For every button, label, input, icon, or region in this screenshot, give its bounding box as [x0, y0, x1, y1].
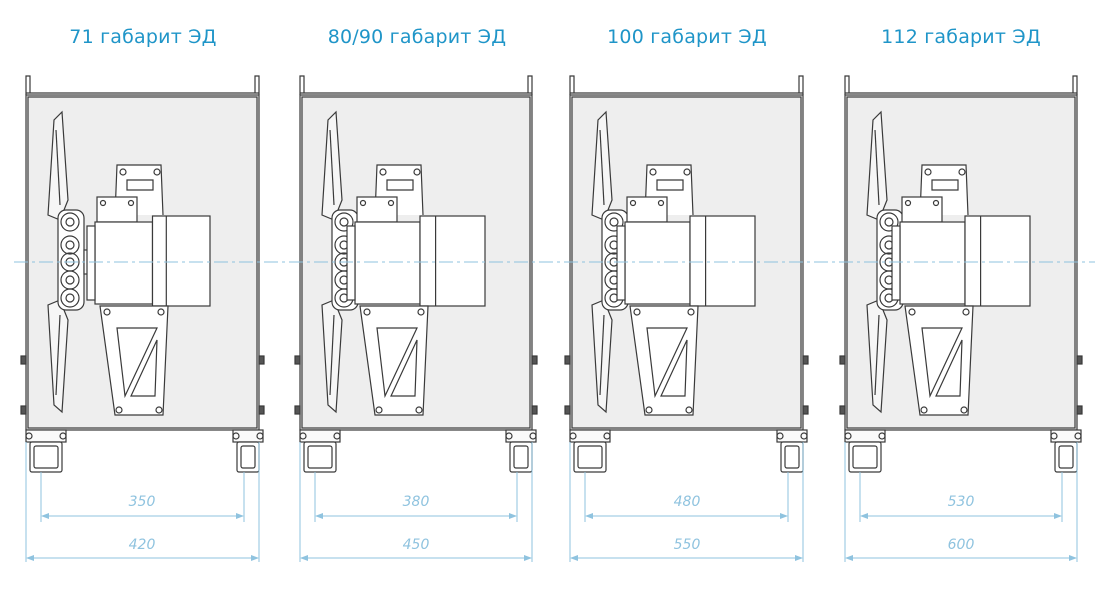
- fan-unit-71: [20, 75, 265, 562]
- left-foot: [299, 429, 341, 473]
- motor-fan-cover: [419, 215, 486, 307]
- right-flange: [254, 75, 260, 95]
- unit-title-112: 112 габарит ЭД: [881, 26, 1041, 48]
- lower-bracket: [359, 305, 429, 416]
- impeller-hub: [57, 209, 85, 311]
- right-foot: [1050, 429, 1082, 473]
- dimension-inner-80-90: 380: [402, 494, 430, 510]
- side-bolt-left: [564, 355, 571, 365]
- side-bolt-left: [839, 405, 846, 415]
- side-bolt-right: [1076, 355, 1083, 365]
- fan-unit-80-90: [294, 75, 538, 562]
- left-flange: [299, 75, 305, 95]
- dimension-outer-80-90: 450: [402, 537, 430, 553]
- motor-body: [354, 221, 421, 305]
- dimension-inner-112: 530: [947, 494, 975, 510]
- left-flange: [25, 75, 31, 95]
- side-bolt-right: [258, 355, 265, 365]
- side-bolt-right: [531, 355, 538, 365]
- side-bolt-right: [802, 355, 809, 365]
- bracket-cutout: [116, 327, 158, 399]
- dimension-inner-71: 350: [128, 494, 156, 510]
- dimension-outer-112: 600: [947, 537, 975, 553]
- fan-unit-112: [839, 75, 1083, 562]
- right-foot: [776, 429, 808, 473]
- dimension-outer-71: 420: [128, 537, 156, 553]
- side-bolt-left: [294, 355, 301, 365]
- side-bolt-left: [20, 355, 27, 365]
- motor-body: [899, 221, 966, 305]
- side-bolt-right: [258, 405, 265, 415]
- side-bolt-left: [294, 405, 301, 415]
- side-bolt-left: [839, 355, 846, 365]
- motor-body: [624, 221, 691, 305]
- right-flange: [1072, 75, 1078, 95]
- motor-fan-cover: [964, 215, 1031, 307]
- left-foot: [569, 429, 611, 473]
- motor-flange: [86, 225, 96, 301]
- left-flange: [844, 75, 850, 95]
- side-bolt-left: [20, 405, 27, 415]
- motor-flange: [616, 225, 626, 301]
- unit-title-100: 100 габарит ЭД: [607, 26, 767, 48]
- left-foot: [25, 429, 67, 473]
- dimension-inner-100: 480: [673, 494, 701, 510]
- motor-flange: [891, 225, 901, 301]
- motor-body: [94, 221, 154, 305]
- bracket-cutout: [921, 327, 963, 399]
- side-bolt-right: [1076, 405, 1083, 415]
- unit-title-71: 71 габарит ЭД: [69, 26, 217, 48]
- dimension-outer-100: 550: [673, 537, 701, 553]
- lower-bracket: [629, 305, 699, 416]
- lower-bracket: [904, 305, 974, 416]
- side-bolt-right: [802, 405, 809, 415]
- unit-title-80-90: 80/90 габарит ЭД: [327, 26, 507, 48]
- right-foot: [505, 429, 537, 473]
- motor-fan-cover: [151, 215, 211, 307]
- bracket-cutout: [646, 327, 688, 399]
- fan-unit-100: [564, 75, 809, 562]
- bracket-cutout: [376, 327, 418, 399]
- side-bolt-left: [564, 405, 571, 415]
- right-flange: [527, 75, 533, 95]
- right-flange: [798, 75, 804, 95]
- motor-fan-cover: [689, 215, 756, 307]
- side-bolt-right: [531, 405, 538, 415]
- left-foot: [844, 429, 886, 473]
- lower-bracket: [99, 305, 169, 416]
- left-flange: [569, 75, 575, 95]
- motor-flange: [346, 225, 356, 301]
